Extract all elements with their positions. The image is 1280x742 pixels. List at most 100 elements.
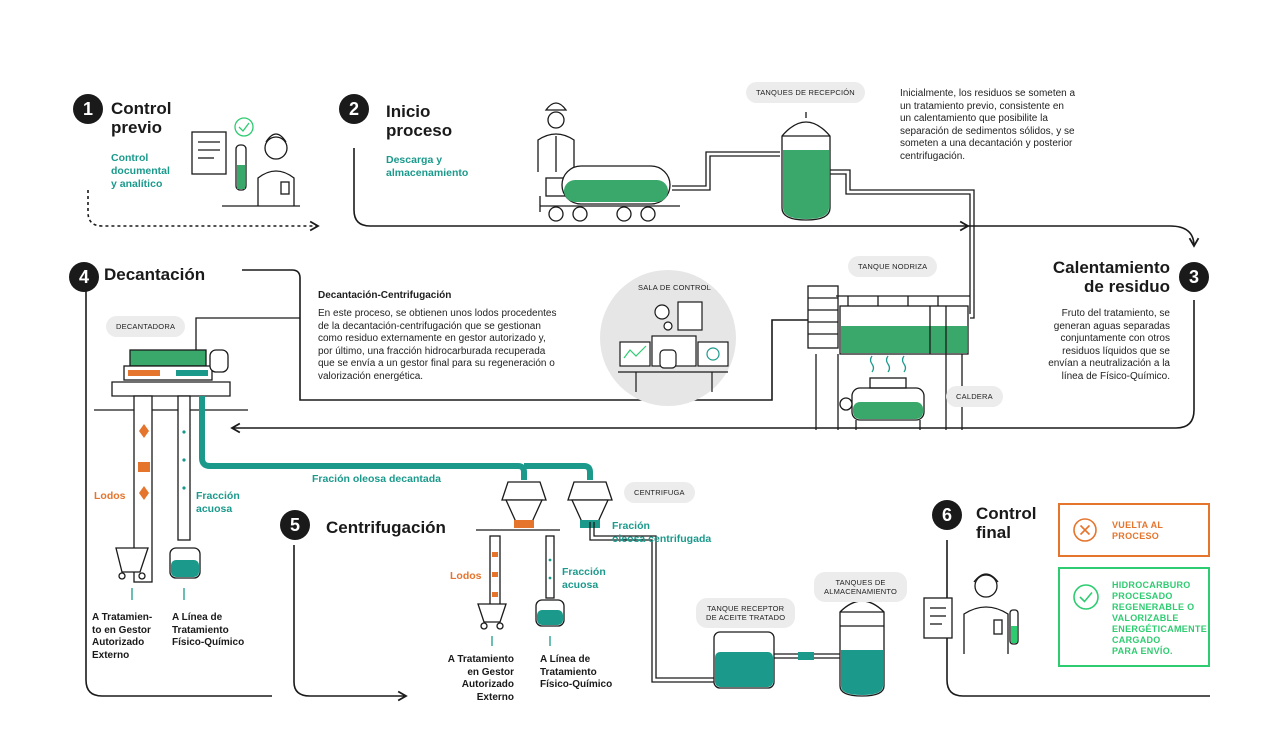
destination-fisico-quimico: A Línea de Tratamiento Físico-Químico bbox=[540, 654, 612, 692]
label-line: DE ACEITE TRATADO bbox=[706, 613, 786, 622]
dest-line: en Gestor bbox=[467, 666, 514, 678]
step-title: Inicio proceso bbox=[386, 102, 452, 140]
dest-line: Externo bbox=[92, 649, 130, 661]
step-subtitle: Control documental y analítico bbox=[111, 152, 170, 191]
text-line: línea de Físico-Químico. bbox=[1061, 370, 1170, 382]
subtitle-line: Descarga y bbox=[386, 154, 443, 166]
text-line: En este proceso, se obtienen unos lodos … bbox=[318, 308, 557, 319]
dest-line: Tratamiento bbox=[172, 624, 229, 636]
step-title: Decantación bbox=[104, 265, 206, 284]
step-number: 3 bbox=[1179, 262, 1209, 292]
title-line: Inicio bbox=[386, 102, 431, 121]
intro-text: Inicialmente, los residuos se someten a … bbox=[900, 88, 1110, 163]
title-line: proceso bbox=[386, 121, 453, 140]
step-title: Calentamiento de residuo bbox=[1030, 258, 1170, 296]
title-line: Control bbox=[111, 99, 172, 118]
title-line: previo bbox=[111, 118, 163, 137]
step-number: 5 bbox=[280, 510, 310, 540]
dest-line: A Línea de bbox=[172, 612, 223, 623]
label-tanques-recepcion: TANQUES DE RECEPCIÓN bbox=[746, 82, 865, 103]
text-line: un tratamiento previo, consistente en bbox=[900, 100, 1064, 112]
pipe-truck-to-tanques bbox=[672, 151, 780, 191]
centrifuga-illustration bbox=[476, 481, 613, 646]
text-line: un calentamiento que posibilite la bbox=[900, 113, 1048, 124]
text-line: REGENERABLE O bbox=[1112, 602, 1195, 612]
pipe-centrifuga-to-receptor bbox=[589, 522, 716, 683]
dest-line: Físico-Químico bbox=[540, 679, 613, 690]
step-number: 1 bbox=[73, 94, 103, 124]
label-line: ALMACENAMIENTO bbox=[824, 587, 898, 596]
text-line: por último, una fracción hidrocarburada … bbox=[318, 345, 546, 357]
label-decantadora: DECANTADORA bbox=[106, 316, 186, 337]
label-tanques-almacenamiento: TANQUES DE ALMACENAMIENTO bbox=[814, 572, 908, 602]
step-subtitle: Descarga y almacenamiento bbox=[386, 154, 468, 180]
step-title: Control final bbox=[976, 504, 1036, 542]
label-line: acuosa bbox=[562, 579, 599, 591]
label-lodos: Lodos bbox=[450, 570, 482, 582]
flow-line-step4 bbox=[85, 290, 272, 697]
label-lodos: Lodos bbox=[94, 490, 126, 502]
label-fraccion-acuosa: Fracción acuosa bbox=[196, 490, 240, 516]
text-line: HIDROCARBURO bbox=[1112, 580, 1191, 590]
label-oleosa-decantada: Fración oleosa decantada bbox=[312, 473, 441, 485]
text-line: PROCESO bbox=[1112, 531, 1160, 541]
flow-line-step5 bbox=[293, 545, 408, 702]
flow-line-step6 bbox=[946, 540, 1210, 697]
text-line: residuos líquidos que se bbox=[1062, 345, 1170, 357]
flow-line-step3-return bbox=[230, 300, 1195, 434]
subtitle-line: almacenamiento bbox=[386, 167, 469, 179]
subtitle-line: Control bbox=[111, 152, 149, 164]
text-line: conjuntamente con otros bbox=[1060, 333, 1170, 344]
step-number: 4 bbox=[69, 262, 99, 292]
text-line: ENERGÉTICAMENTE bbox=[1112, 624, 1208, 634]
label-tanque-receptor: TANQUE RECEPTOR DE ACEITE TRATADO bbox=[696, 598, 796, 628]
step-number: 6 bbox=[932, 500, 962, 530]
control-previo-illustration bbox=[191, 117, 300, 207]
text-line: como residuo externamente en gestor auto… bbox=[318, 333, 546, 344]
dest-line: A Línea de bbox=[540, 654, 591, 665]
label-oleosa-centrifugada: Fración oleosa centrifugada bbox=[612, 520, 711, 546]
accept-text: HIDROCARBURO PROCESADO REGENERABLE O VAL… bbox=[1112, 580, 1207, 657]
dest-line: to en Gestor bbox=[92, 624, 151, 636]
dest-line: Tratamiento bbox=[540, 666, 597, 678]
label-tanque-nodriza: TANQUE NODRIZA bbox=[848, 256, 938, 277]
label-line: TANQUE RECEPTOR bbox=[706, 604, 785, 613]
text-line: VUELTA AL bbox=[1112, 520, 1164, 530]
sala-control-illustration bbox=[600, 270, 736, 406]
destination-gestor: A Tratamiento en Gestor Autorizado Exter… bbox=[434, 654, 514, 704]
text-line: CARGADO bbox=[1112, 635, 1161, 645]
label-caldera: CALDERA bbox=[946, 386, 1003, 407]
caldera-illustration bbox=[839, 355, 925, 430]
text-line: Inicialmente, los residuos se someten a bbox=[900, 88, 1076, 99]
tanque-receptor-illustration bbox=[713, 631, 840, 689]
step-number: 2 bbox=[339, 94, 369, 124]
text-line: valorización energética. bbox=[318, 370, 424, 382]
decant-heading: Decantación-Centrifugación bbox=[318, 290, 452, 301]
title-line: final bbox=[976, 523, 1011, 542]
flow-line-step2 bbox=[353, 148, 970, 232]
flow-line-step1 bbox=[87, 190, 320, 232]
pipe-tanques-to-nodriza bbox=[830, 169, 975, 319]
decant-text: En este proceso, se obtienen unos lodos … bbox=[318, 308, 578, 383]
title-line: Control bbox=[976, 504, 1037, 523]
destination-gestor: A Tratamien- to en Gestor Autorizado Ext… bbox=[92, 612, 172, 662]
flow-line-to-step3 bbox=[968, 225, 1200, 248]
text-line: de la decantación-centrifugación que se … bbox=[318, 320, 541, 332]
x-circle-icon bbox=[1073, 518, 1097, 542]
dest-line: Autorizado bbox=[461, 679, 514, 690]
label-line: Fración bbox=[612, 520, 650, 532]
reject-text: VUELTA AL PROCESO bbox=[1112, 520, 1163, 542]
text-line: VALORIZABLE bbox=[1112, 613, 1179, 623]
title-line: Calentamiento bbox=[1052, 258, 1170, 277]
subtitle-line: documental bbox=[111, 165, 170, 177]
label-line: TANQUES DE bbox=[835, 578, 886, 587]
label-line: oleosa centrifugada bbox=[612, 533, 712, 545]
step3-text: Fruto del tratamiento, se generan aguas … bbox=[1010, 308, 1170, 383]
text-line: centrifugación. bbox=[900, 150, 966, 162]
subtitle-line: y analítico bbox=[111, 178, 163, 190]
dest-line: Autorizado bbox=[92, 637, 145, 648]
flow-line-decant-top bbox=[242, 269, 808, 401]
truck-illustration bbox=[537, 102, 680, 222]
text-line: someten a una decantación y posterior bbox=[900, 138, 1073, 149]
